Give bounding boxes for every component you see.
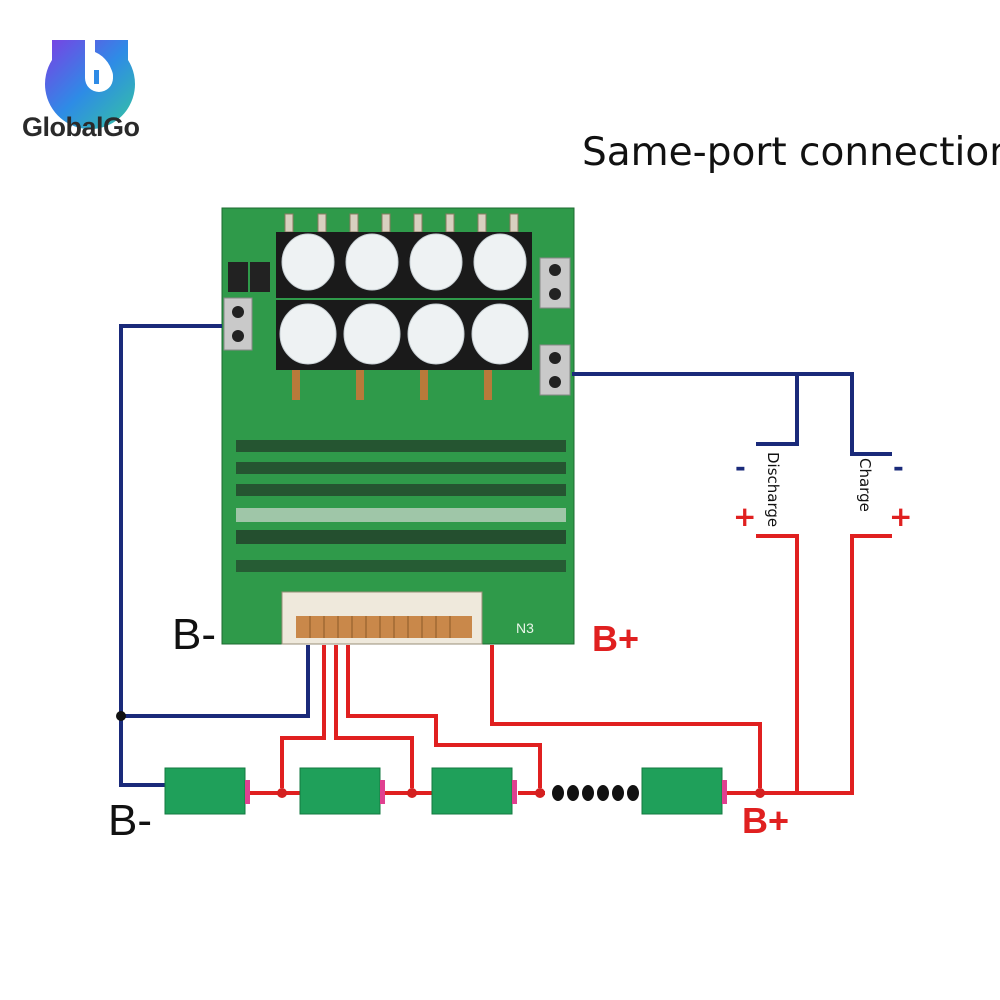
bms-board: [221, 207, 575, 645]
charge-minus-sign: -: [893, 453, 904, 483]
discharge-plus-sign: +: [733, 500, 757, 533]
more-cells-dots: [552, 785, 639, 801]
pack-positive-label: B+: [742, 800, 790, 841]
negative-wires: [119, 324, 892, 787]
charge-plus-sign: +: [889, 500, 913, 533]
diagram-title: Same-port connection: [582, 130, 1000, 175]
board-negative-label: B-: [172, 610, 216, 659]
charge-label: Charge: [856, 458, 874, 512]
brand-name: GlobalGo: [22, 112, 140, 142]
battery-cell: [641, 767, 727, 815]
battery-cell: [431, 767, 517, 815]
connector-label: N3: [516, 620, 534, 636]
discharge-label: Discharge: [764, 452, 782, 528]
junction-dot: [116, 711, 126, 721]
discharge-minus-sign: -: [735, 453, 746, 483]
battery-cell: [164, 767, 250, 815]
positive-wires: [250, 534, 892, 795]
board-positive-label: B+: [592, 618, 640, 659]
pack-negative-label: B-: [108, 796, 152, 845]
battery-cells: [164, 767, 727, 815]
globalgo-logo-icon: [44, 40, 135, 130]
battery-cell: [299, 767, 385, 815]
